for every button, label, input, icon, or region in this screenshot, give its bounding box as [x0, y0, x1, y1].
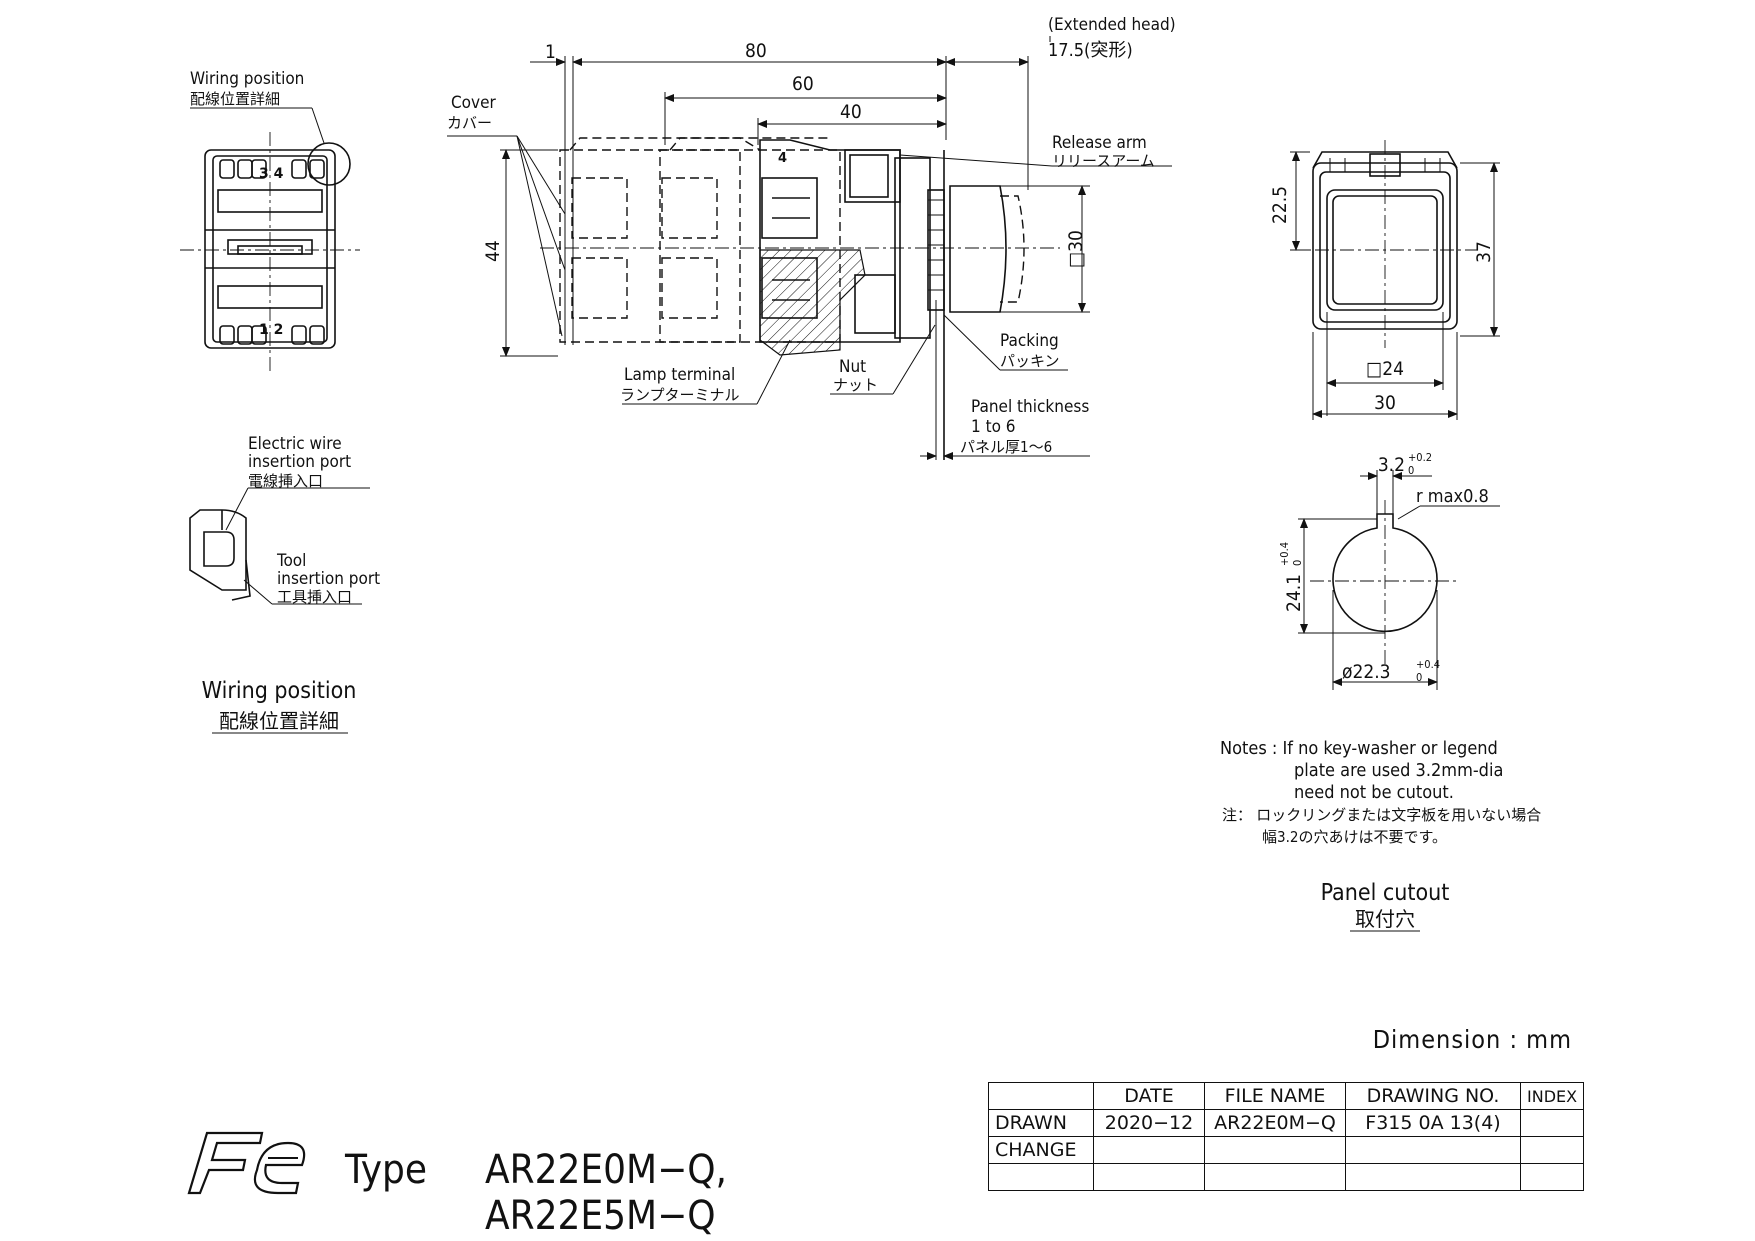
dim-slot-tol: +0.2 — [1408, 451, 1432, 464]
title-block-header-cell: DRAWING NO. — [1345, 1082, 1521, 1110]
side-view-drawing — [447, 36, 1172, 460]
title-block-cell: DRAWN — [988, 1109, 1094, 1137]
notes-line4: 注： ロックリングまたは文字板を用いない場合 — [1222, 806, 1541, 824]
title-block-cell — [1519, 1163, 1585, 1191]
title-block-header-cell: INDEX — [1519, 1082, 1585, 1110]
dim-r-max: r max0.8 — [1416, 486, 1489, 507]
terminal-label-12: 1 2 — [259, 322, 283, 338]
dimension-unit: Dimension : mm — [1373, 1025, 1572, 1054]
title-block-table: DATE FILE NAME DRAWING NO. INDEX DRAWN 2… — [988, 1082, 1585, 1191]
notes-line2: plate are used 3.2mm-dia — [1294, 760, 1503, 781]
panel-thickness-en1: Panel thickness — [971, 397, 1089, 417]
terminal-label-4: 4 — [778, 151, 787, 166]
dim-37: 37 — [1473, 241, 1495, 263]
tool-en2: insertion port — [277, 569, 380, 589]
terminal-label-34: 3 4 — [259, 166, 284, 182]
model-line-1: AR22E0M−Q, — [485, 1147, 727, 1193]
front-view-drawing — [1290, 140, 1500, 420]
title-block-cell — [1519, 1109, 1585, 1137]
packing-jp: パッキン — [1000, 352, 1060, 370]
notes-line5: 幅3.2の穴あけは不要です。 — [1262, 828, 1447, 846]
cover-label-jp: カバー — [447, 114, 492, 132]
title-block-cell: 2020−12 — [1093, 1109, 1205, 1137]
title-block-row-change: CHANGE — [988, 1136, 1585, 1164]
panel-thickness-en2: 1 to 6 — [971, 417, 1016, 437]
tool-jp: 工具挿入口 — [277, 588, 352, 606]
wiring-position-top-en: Wiring position — [190, 69, 304, 89]
title-block-cell — [1204, 1136, 1346, 1164]
lamp-terminal-en: Lamp terminal — [624, 365, 735, 385]
nut-en: Nut — [839, 357, 866, 377]
dim-slot-width: 3.2 — [1378, 454, 1405, 476]
dim-height-tol: +0.4 — [1278, 542, 1291, 566]
dim-height-cutout: 24.1 — [1283, 574, 1305, 612]
title-block-cell — [1093, 1136, 1205, 1164]
title-block-cell — [1345, 1136, 1521, 1164]
electric-wire-jp: 電線挿入口 — [248, 472, 323, 490]
title-block-header-cell: DATE — [1093, 1082, 1205, 1110]
dim-slot-tol-low: 0 — [1408, 464, 1414, 477]
title-block-cell — [988, 1163, 1094, 1191]
notes-line1: Notes : If no key-washer or legend — [1220, 738, 1498, 759]
panel-cutout-caption-en: Panel cutout — [1321, 880, 1450, 906]
electric-wire-en1: Electric wire — [248, 434, 342, 454]
dim-sq30-side: □30 — [1065, 230, 1087, 268]
dim-22-5: 22.5 — [1269, 186, 1291, 224]
title-block-cell — [1519, 1136, 1585, 1164]
cover-label-en: Cover — [451, 93, 496, 113]
title-block-header-cell: FILE NAME — [1204, 1082, 1346, 1110]
fe-logo — [187, 1131, 306, 1195]
model-line-2: AR22E5M−Q — [485, 1193, 716, 1239]
wiring-position-caption-jp: 配線位置詳細 — [219, 709, 339, 733]
type-label: Type — [344, 1147, 427, 1193]
dim-height-tol-low: 0 — [1291, 560, 1304, 566]
dim-dia-tol: +0.4 — [1416, 658, 1440, 671]
dim-17-5: 17.5(突形) — [1048, 40, 1133, 61]
release-arm-jp: リリースアーム — [1052, 152, 1155, 170]
electric-wire-en2: insertion port — [248, 452, 351, 472]
title-block-cell — [1204, 1163, 1346, 1191]
wiring-position-view — [180, 107, 360, 372]
dim-diameter-cutout: ø22.3 — [1342, 661, 1391, 683]
dim-sq24: □24 — [1366, 358, 1404, 380]
release-arm-en: Release arm — [1052, 133, 1147, 153]
nut-jp: ナット — [833, 376, 878, 394]
dim-dia-tol-low: 0 — [1416, 671, 1422, 684]
title-block-cell: AR22E0M−Q — [1204, 1109, 1346, 1137]
title-block-row-drawn: DRAWN 2020−12 AR22E0M−Q F315 0A 13(4) — [988, 1109, 1585, 1137]
title-block-header-row: DATE FILE NAME DRAWING NO. INDEX — [988, 1082, 1585, 1110]
dim-80: 80 — [745, 40, 767, 62]
wiring-position-caption-en: Wiring position — [202, 678, 357, 704]
title-block-cell: F315 0A 13(4) — [1345, 1109, 1521, 1137]
title-block-cell — [1345, 1163, 1521, 1191]
dim-30: 30 — [1374, 392, 1396, 414]
title-block-cell: CHANGE — [988, 1136, 1094, 1164]
lamp-terminal-jp: ランプターミナル — [620, 386, 740, 404]
packing-en: Packing — [1000, 331, 1059, 351]
dim-44: 44 — [482, 240, 504, 262]
notes-line3: need not be cutout. — [1294, 782, 1454, 803]
tool-en1: Tool — [276, 551, 306, 571]
dim-1: 1 — [545, 41, 556, 63]
dim-60: 60 — [792, 73, 814, 95]
title-block-cell — [1093, 1163, 1205, 1191]
panel-cutout-caption-jp: 取付穴 — [1355, 907, 1415, 931]
panel-thickness-jp: パネル厚1～6 — [960, 438, 1052, 456]
wiring-position-top-jp: 配線位置詳細 — [190, 90, 280, 108]
dim-40: 40 — [840, 101, 862, 123]
insertion-port-detail — [189, 487, 370, 605]
extended-head-label: (Extended head) — [1048, 15, 1176, 35]
title-block-header-cell — [988, 1082, 1094, 1110]
title-block-row-empty — [988, 1163, 1585, 1191]
panel-cutout-drawing — [1298, 470, 1500, 690]
